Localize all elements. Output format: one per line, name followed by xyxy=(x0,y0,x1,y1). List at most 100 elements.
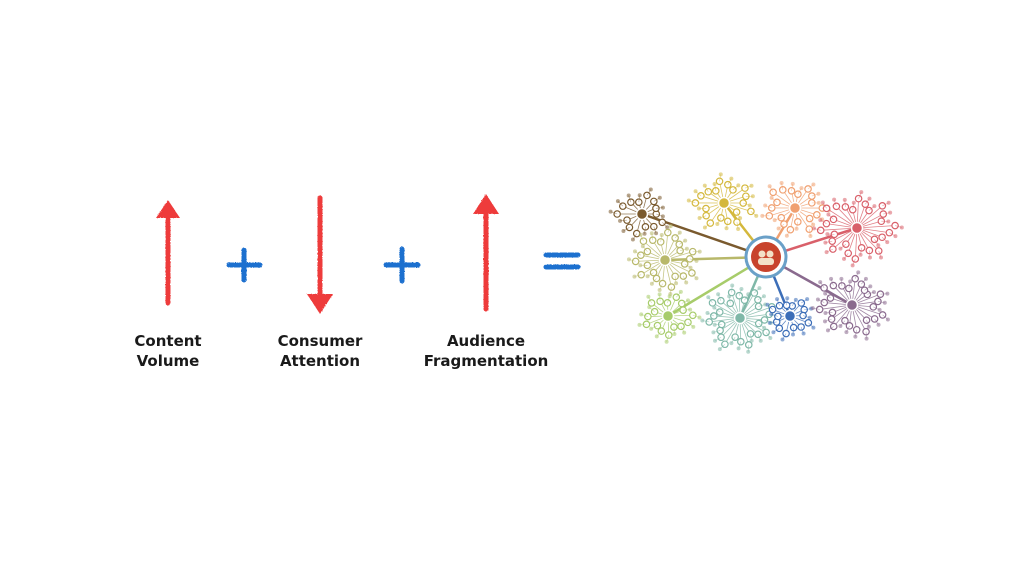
network-leaf-small xyxy=(637,193,642,198)
network-leaf-small xyxy=(649,281,654,286)
network-leaf-small xyxy=(885,240,890,245)
network-leaf-small xyxy=(646,294,651,299)
network-leaf-small xyxy=(775,297,780,302)
network-leaf-small xyxy=(763,203,768,208)
network-leaf-small xyxy=(811,182,816,187)
network-leaf-small xyxy=(657,195,662,200)
network-leaf-small xyxy=(685,298,690,303)
network-leaf xyxy=(680,260,689,268)
network-leaf-small xyxy=(805,297,810,302)
network-leaf-small xyxy=(799,186,804,191)
network-leaf-small xyxy=(825,328,830,333)
network-cluster-node xyxy=(717,196,731,210)
network-leaf-small xyxy=(823,319,828,324)
label-content-volume: Content Volume xyxy=(118,331,218,371)
network-leaf-small xyxy=(776,226,781,231)
network-leaf-small xyxy=(816,200,821,205)
network-leaf-small xyxy=(626,257,631,262)
network-leaf-small xyxy=(780,337,785,342)
network-leaf-small xyxy=(746,349,751,354)
network-leaf-small xyxy=(820,200,825,205)
network-leaf xyxy=(869,303,878,311)
network-leaf-small xyxy=(716,292,721,297)
network-leaf-small xyxy=(818,280,823,285)
network-leaf-small xyxy=(639,312,644,317)
network-leaf-small xyxy=(654,334,659,339)
network-leaf-small xyxy=(632,249,637,254)
network-leaf-small xyxy=(767,320,772,325)
fragmented-audience-network-image xyxy=(608,172,904,354)
network-leaf-small xyxy=(640,244,645,249)
network-leaf-small xyxy=(659,232,664,237)
network-leaf-small xyxy=(863,276,868,281)
network-leaf-small xyxy=(888,210,893,215)
network-leaf-small xyxy=(638,263,643,268)
label-line: Consumer xyxy=(277,332,363,350)
network-hub-person-icon xyxy=(766,250,774,258)
network-leaf-small xyxy=(810,306,815,311)
network-leaf-small xyxy=(736,183,741,188)
network-leaf-small xyxy=(794,226,799,231)
network-leaf-small xyxy=(660,205,665,210)
network-leaf-small xyxy=(693,189,698,194)
network-leaf-small xyxy=(768,335,773,340)
network-leaf-small xyxy=(760,213,765,218)
network-leaf xyxy=(797,323,805,331)
network-cluster-node xyxy=(658,253,672,267)
network-leaf-small xyxy=(801,331,806,336)
network-leaf xyxy=(754,319,763,328)
network-leaf-small xyxy=(746,292,751,297)
network-leaf xyxy=(852,325,861,334)
network-cluster-node xyxy=(783,309,797,323)
network-leaf-small xyxy=(684,246,689,251)
network-leaf-small xyxy=(696,206,701,211)
network-leaf-small xyxy=(724,226,729,231)
network-leaf-small xyxy=(876,322,881,327)
network-leaf-small xyxy=(665,225,670,230)
network-leaf-small xyxy=(791,332,796,337)
network-leaf xyxy=(862,316,871,324)
network-leaf-small xyxy=(779,180,784,185)
network-leaf-small xyxy=(688,265,693,270)
plus-operator-2 xyxy=(383,246,421,284)
network-leaf-small xyxy=(850,263,855,268)
network-leaf-small xyxy=(672,332,677,337)
network-leaf-small xyxy=(618,218,623,223)
label-line: Audience xyxy=(446,332,526,350)
network-leaf-small xyxy=(824,250,829,255)
network-leaf-small xyxy=(866,324,871,329)
network-leaf-small xyxy=(829,276,834,281)
network-leaf-small xyxy=(823,240,828,245)
network-leaf-small xyxy=(739,287,744,292)
network-leaf-small xyxy=(702,225,707,230)
network-leaf-small xyxy=(702,183,707,188)
network-leaf-small xyxy=(867,196,872,201)
network-leaf-small xyxy=(750,194,755,199)
label-line: Volume xyxy=(136,352,200,370)
network-leaf-small xyxy=(711,330,716,335)
network-leaf-small xyxy=(769,195,774,200)
network-leaf-small xyxy=(729,341,734,346)
network-leaf-small xyxy=(736,346,741,351)
network-leaf-small xyxy=(712,322,717,327)
network-leaf xyxy=(667,283,676,291)
network-leaf-small xyxy=(657,292,662,297)
network-hub-person-icon xyxy=(758,250,766,258)
network-leaf-small xyxy=(691,324,696,329)
network-leaf-small xyxy=(713,338,718,343)
arrow-up-content-volume-icon xyxy=(156,200,180,306)
network-leaf-small xyxy=(871,290,876,295)
network-leaf-small xyxy=(626,193,631,198)
network-leaf-small xyxy=(790,181,795,186)
network-leaf xyxy=(782,329,790,338)
network-leaf-small xyxy=(717,347,722,352)
network-leaf-small xyxy=(684,280,689,285)
network-leaf-small xyxy=(885,317,890,322)
network-leaf-small xyxy=(825,232,830,237)
network-leaf-small xyxy=(654,231,659,236)
network-leaf xyxy=(731,333,739,341)
network-leaf-small xyxy=(729,176,734,181)
network-leaf-small xyxy=(615,199,620,204)
plus-operator-1 xyxy=(226,247,263,283)
